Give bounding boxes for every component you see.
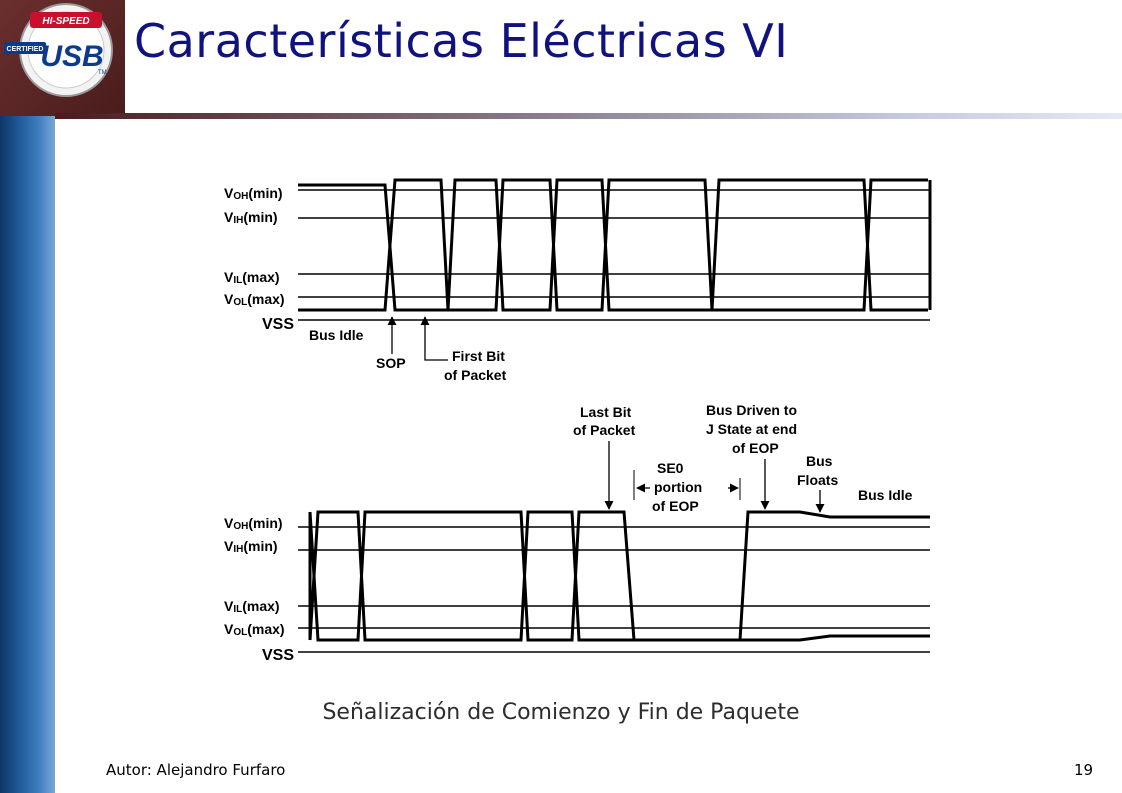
annotation-last-bit-1: Last Bit [580,404,632,420]
annotation-bus-idle-top: Bus Idle [309,327,364,343]
top-waveform [298,178,932,312]
label-vol-bottom: VOL(max) [224,621,285,638]
logo-tm-text: TM [98,70,107,76]
label-vih-top: VIH(min) [224,209,278,226]
logo-usb-text: USB [40,40,103,73]
bottom-level-labels: VOH(min) VIH(min) VIL(max) VOL(max) VSS [224,515,294,664]
label-vil-bottom: VIL(max) [224,598,280,615]
annotation-first-bit-2: of Packet [444,367,507,383]
annotation-sop: SOP [376,355,406,371]
label-vss-bottom: VSS [262,647,294,664]
title-underline [55,113,1122,119]
label-vih-bottom: VIH(min) [224,538,278,555]
label-vss-top: VSS [262,316,294,333]
label-vil-top: VIL(max) [224,269,280,286]
slide-title: Características Eléctricas VI [134,14,789,68]
annotation-bus-floats-1: Bus [806,453,833,469]
diagram-caption: Señalización de Comienzo y Fin de Paquet… [322,700,800,725]
logo-certified-text: CERTIFIED [7,46,44,53]
label-voh-bottom: VOH(min) [224,515,283,532]
annotation-bus-floats-2: Floats [797,472,838,488]
bottom-annotations: Last Bit of Packet SE0 portion of EOP Bu… [573,402,913,514]
top-level-labels: VOH(min) VIH(min) VIL(max) VOL(max) VSS [224,185,294,333]
logo-hi-speed-text: HI-SPEED [42,16,89,27]
top-annotations: Bus Idle SOP First Bit of Packet [309,316,507,383]
label-vol-top: VOL(max) [224,291,285,308]
annotation-bus-driven-1: Bus Driven to [706,402,797,418]
annotation-se0-3: of EOP [652,498,699,514]
annotation-bus-driven-2: J State at end [706,421,797,437]
footer-author: Autor: Alejandro Furfaro [106,761,286,779]
annotation-se0-1: SE0 [657,460,684,476]
left-decorative-bar [0,112,55,793]
footer-page-number: 19 [1074,761,1094,779]
bottom-waveform [308,510,930,642]
bottom-level-lines [298,526,930,653]
label-voh-top: VOH(min) [224,185,283,202]
usb-logo-block: HI-SPEED USB CERTIFIED TM [0,0,125,116]
annotation-bus-idle-bottom: Bus Idle [858,487,913,503]
annotation-last-bit-2: of Packet [573,422,636,438]
annotation-first-bit-1: First Bit [452,348,505,364]
annotation-se0-2: portion [654,479,702,495]
usb-certified-logo-icon: HI-SPEED USB CERTIFIED TM [4,3,113,97]
top-level-lines [298,189,930,321]
annotation-bus-driven-3: of EOP [732,440,779,456]
